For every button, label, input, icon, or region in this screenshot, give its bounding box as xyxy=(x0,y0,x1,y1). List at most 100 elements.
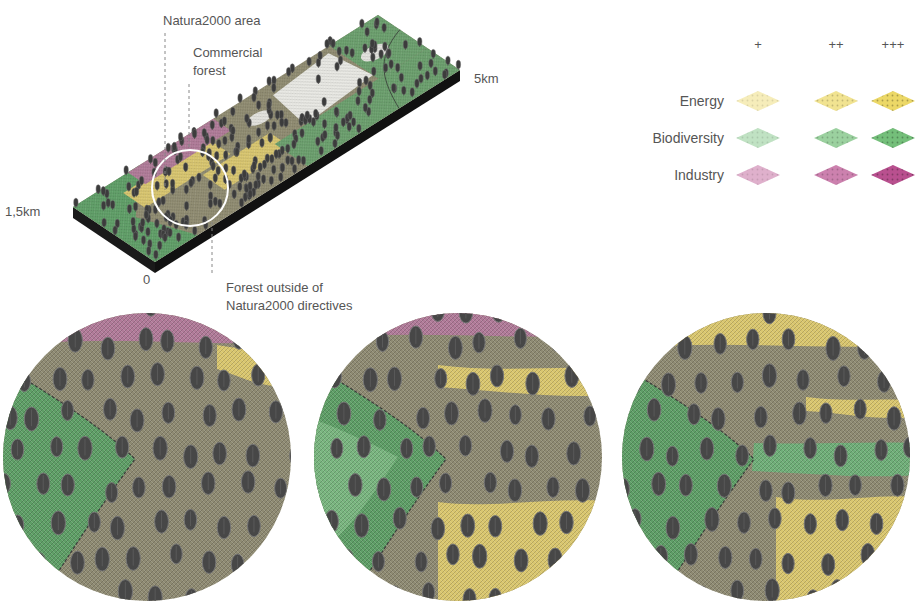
tree-symbol xyxy=(584,406,596,426)
tree-symbol xyxy=(747,329,759,350)
tree-symbol xyxy=(858,337,872,360)
tree-symbol xyxy=(763,302,776,324)
tree-symbol xyxy=(357,78,361,87)
tree-symbol xyxy=(141,236,145,245)
tree-symbol xyxy=(820,403,832,423)
tree-symbol xyxy=(875,439,888,460)
tree-symbol xyxy=(239,198,243,207)
tree-symbol xyxy=(68,328,82,352)
tree-symbol xyxy=(838,366,850,387)
dimension-label: 1,5km xyxy=(5,203,40,221)
tree-symbol xyxy=(101,337,115,360)
tree-symbol xyxy=(155,219,159,228)
legend-swatch xyxy=(730,125,920,151)
tree-symbol xyxy=(155,181,159,190)
tree-symbol xyxy=(303,407,317,430)
tree-symbol xyxy=(418,62,422,71)
tree-symbol xyxy=(213,174,217,183)
tree-symbol xyxy=(170,179,174,188)
tree-symbol xyxy=(279,508,293,531)
tree-symbol xyxy=(616,478,629,500)
tree-symbol xyxy=(325,40,329,49)
tree-symbol xyxy=(514,549,528,572)
tree-symbol xyxy=(254,181,258,190)
tree-symbol xyxy=(508,479,522,502)
tree-symbol xyxy=(280,163,284,172)
tree-symbol xyxy=(719,546,732,568)
tree-symbol xyxy=(231,107,235,116)
tree-symbol xyxy=(231,126,235,135)
tree-symbol xyxy=(261,175,265,184)
tree-symbol xyxy=(567,442,581,465)
tree-symbol xyxy=(256,128,260,137)
tree-symbol xyxy=(661,373,675,396)
tree-symbol xyxy=(213,442,227,465)
tree-symbol xyxy=(260,138,264,147)
tree-symbol xyxy=(280,163,284,172)
tree-symbol xyxy=(141,218,145,227)
tree-symbol xyxy=(272,122,276,131)
tree-symbol xyxy=(341,118,345,127)
tree-symbol xyxy=(252,364,265,386)
tree-symbol xyxy=(131,217,135,226)
tree-symbol xyxy=(442,70,446,79)
tree-symbol xyxy=(340,549,354,572)
tree-symbol xyxy=(11,439,24,460)
tree-symbol xyxy=(275,478,287,498)
tree-symbol xyxy=(459,435,471,456)
tree-symbol xyxy=(201,472,215,495)
tree-symbol xyxy=(170,544,182,564)
tree-symbol xyxy=(666,516,680,539)
tree-symbol xyxy=(184,185,188,194)
tree-symbol xyxy=(319,146,323,155)
tree-symbol xyxy=(121,365,135,388)
tree-symbol xyxy=(213,197,217,206)
tree-symbol xyxy=(3,406,17,430)
tree-symbol xyxy=(162,402,175,423)
tree-symbol xyxy=(614,402,627,424)
tree-symbol xyxy=(548,548,562,572)
tree-symbol xyxy=(113,226,117,235)
tree-symbol xyxy=(834,445,847,467)
tree-symbol xyxy=(445,402,459,425)
tree-symbol xyxy=(387,49,391,58)
tree-symbol xyxy=(247,135,251,144)
tree-symbol xyxy=(232,398,246,421)
tree-symbol xyxy=(151,363,165,386)
tree-symbol xyxy=(804,514,816,535)
tree-symbol xyxy=(192,130,196,139)
tree-symbol xyxy=(155,510,169,533)
tree-symbol xyxy=(193,226,197,235)
tree-symbol xyxy=(363,368,377,392)
tree-symbol xyxy=(344,46,348,55)
tree-symbol xyxy=(202,129,206,138)
tree-symbol xyxy=(360,19,364,28)
tree-symbol xyxy=(410,88,414,97)
tree-symbol xyxy=(224,151,228,160)
tree-symbol xyxy=(489,515,502,537)
tree-symbol xyxy=(214,109,218,118)
tree-symbol xyxy=(127,182,131,191)
tree-symbol xyxy=(804,438,817,459)
tree-symbol xyxy=(335,62,339,71)
tree-symbol xyxy=(335,131,339,140)
tree-symbol xyxy=(133,477,146,498)
tree-symbol xyxy=(290,157,294,166)
tree-symbol xyxy=(144,211,148,220)
tree-symbol xyxy=(104,398,117,420)
tree-symbol xyxy=(409,326,422,348)
tree-symbol xyxy=(797,370,809,391)
tree-symbol xyxy=(286,156,290,165)
callout-label: Forest outside of Natura2000 directives xyxy=(226,279,386,315)
tree-symbol xyxy=(82,369,94,390)
tree-symbol xyxy=(274,150,278,159)
tree-symbol xyxy=(284,118,288,127)
tree-symbol xyxy=(393,507,406,529)
tree-symbol xyxy=(403,40,407,49)
tree-symbol xyxy=(836,509,849,530)
tree-symbol xyxy=(738,512,751,533)
tree-symbol xyxy=(101,201,105,210)
tree-symbol xyxy=(61,474,74,496)
tree-symbol xyxy=(185,589,198,601)
tree-symbol xyxy=(162,475,176,498)
